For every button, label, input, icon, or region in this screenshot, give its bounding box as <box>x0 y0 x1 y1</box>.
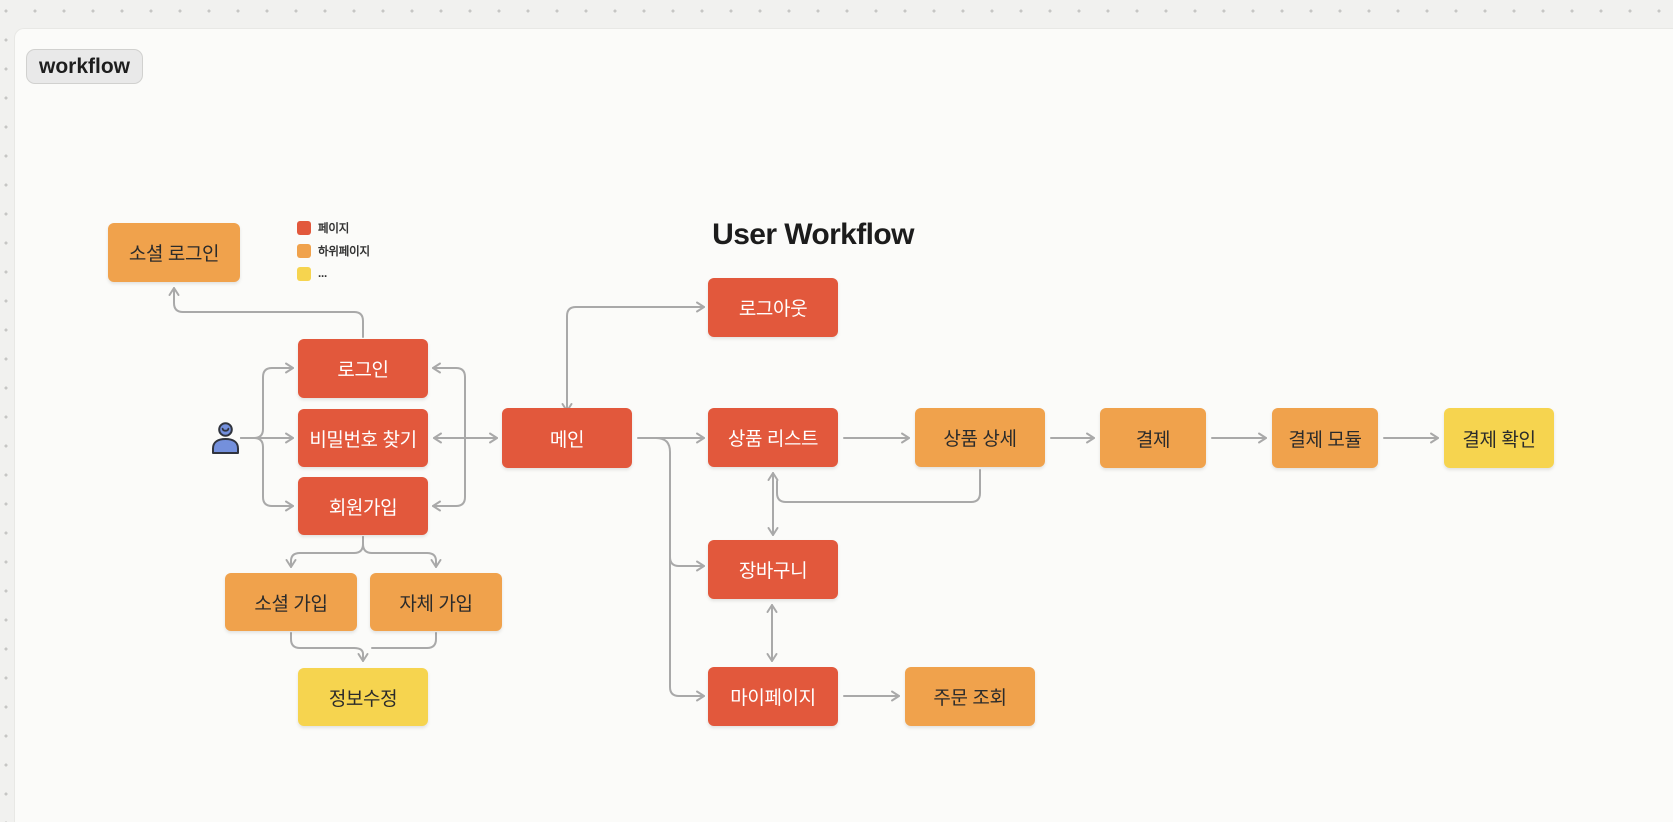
node-signup[interactable]: 회원가입 <box>298 477 428 535</box>
node-login[interactable]: 로그인 <box>298 339 428 398</box>
node-product-list[interactable]: 상품 리스트 <box>708 408 838 467</box>
workflow-section[interactable] <box>14 28 1673 822</box>
legend-label: ... <box>318 267 327 280</box>
node-social-login[interactable]: 소셜 로그인 <box>108 223 240 282</box>
legend-swatch-page <box>297 220 311 235</box>
node-mypage[interactable]: 마이페이지 <box>708 667 838 726</box>
node-logout[interactable]: 로그아웃 <box>708 278 838 337</box>
legend-swatch-subpage <box>297 243 311 258</box>
node-payment[interactable]: 결제 <box>1100 408 1206 468</box>
legend-item-page[interactable]: 페이지 <box>297 220 370 235</box>
node-self-signup[interactable]: 자체 가입 <box>370 573 502 631</box>
node-product-detail[interactable]: 상품 상세 <box>915 408 1045 467</box>
node-payment-module[interactable]: 결제 모듈 <box>1272 408 1378 468</box>
legend-swatch-etc <box>297 266 311 281</box>
section-title-tab[interactable]: workflow <box>26 49 143 84</box>
node-find-password[interactable]: 비밀번호 찾기 <box>298 409 428 467</box>
node-payment-confirm[interactable]: 결제 확인 <box>1444 408 1554 468</box>
node-order-lookup[interactable]: 주문 조회 <box>905 667 1035 726</box>
legend-label: 하위페이지 <box>318 245 370 258</box>
node-cart[interactable]: 장바구니 <box>708 540 838 599</box>
node-main[interactable]: 메인 <box>502 408 632 468</box>
node-social-signup[interactable]: 소셜 가입 <box>225 573 357 631</box>
legend-item-etc[interactable]: ... <box>297 266 370 281</box>
legend-label: 페이지 <box>318 222 350 235</box>
node-info-edit[interactable]: 정보수정 <box>298 668 428 726</box>
diagram-title[interactable]: User Workflow <box>712 218 914 251</box>
legend-item-subpage[interactable]: 하위페이지 <box>297 243 370 258</box>
person-icon[interactable] <box>206 420 241 455</box>
